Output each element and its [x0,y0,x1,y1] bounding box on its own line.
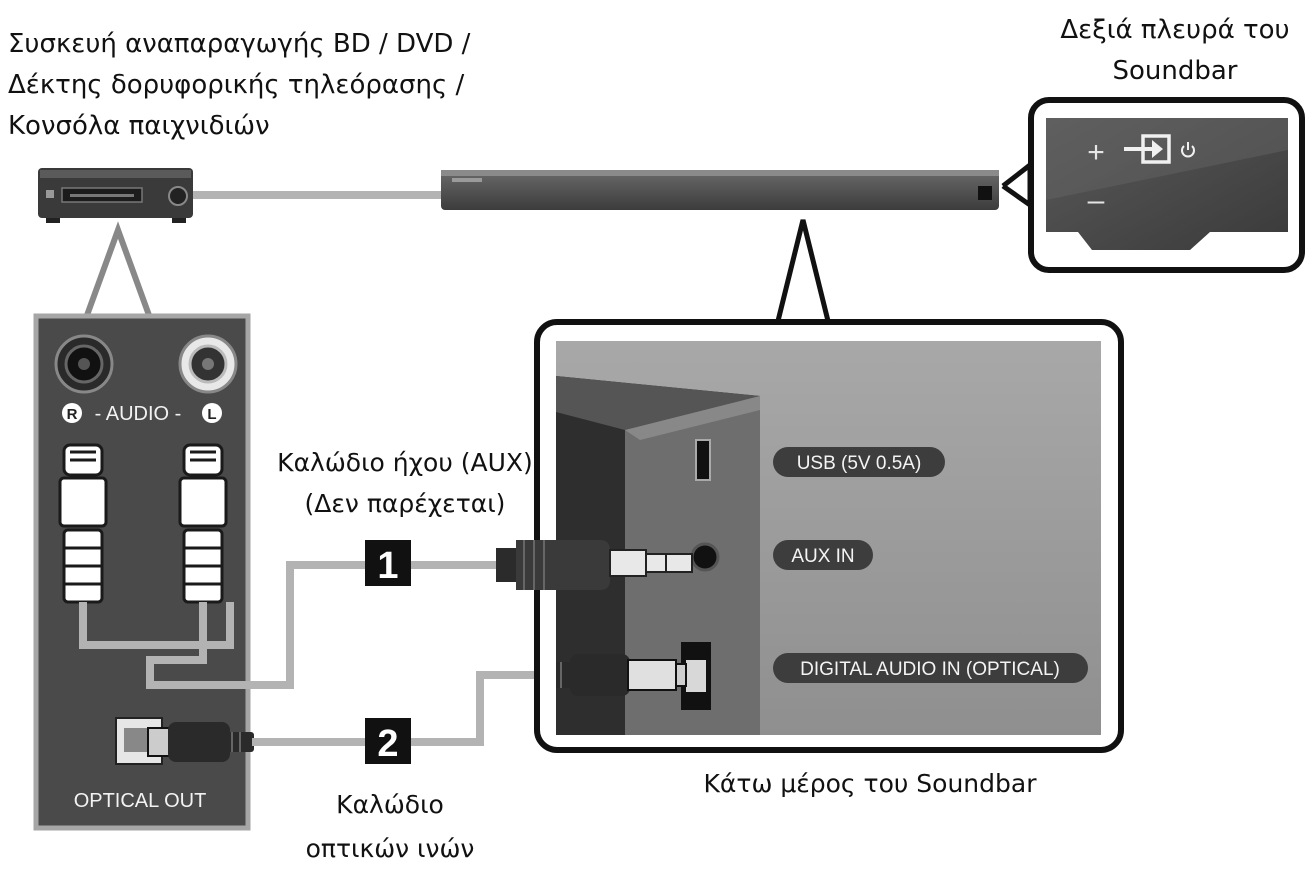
aux-cable [146,561,500,689]
device-to-soundbar-cable [193,191,441,199]
aux-cable-label-line-1: Καλώδιο ήχου (AUX) [277,448,533,477]
optical-cable-label-line-1: Καλώδιο [336,790,444,819]
right-side-label-line-2: Soundbar [1112,56,1238,86]
rca-plug-right [178,443,228,604]
optical-out-label: OPTICAL OUT [74,790,207,812]
aux-port-label-pill [773,540,873,570]
aux-plug [496,540,693,590]
optical-port-label-pill [773,653,1088,683]
optical-plug-source [147,722,254,762]
left-panel-callout-pointer [83,221,153,320]
usb-port-label: USB (5V 0.5A) [797,453,922,474]
source-input-icon[interactable] [1124,134,1171,164]
step-1-badge [365,540,411,586]
optical-plug-soundbar [556,654,687,696]
step-2-number: 2 [377,723,398,765]
source-device-label-line-3: Κονσόλα παιχνιδιών [8,111,270,141]
right-side-panel [1028,97,1305,273]
aux-in-port [690,542,720,572]
power-icon[interactable] [1181,142,1195,158]
bottom-panel-callout-pointer [774,219,832,326]
optical-port-label: DIGITAL AUDIO IN (OPTICAL) [800,659,1060,680]
step-2-badge [365,718,411,764]
right-side-label: Δεξιά πλευρά του Soundbar [1045,10,1305,92]
source-device-icon [38,168,193,223]
optical-cable-label-line-2: οπτικών ινών [305,834,475,863]
usb-port-label-pill [773,447,945,477]
plus-button[interactable]: + [1087,136,1105,169]
source-device-label-line-2: Δέκτης δορυφορικής τηλεόρασης / [8,70,465,100]
right-side-label-line-1: Δεξιά πλευρά του [1060,15,1290,45]
jack-l-marker [202,403,222,423]
rca-y-cable [79,602,234,649]
aux-cable-label: Καλώδιο ήχου (AUX) (Δεν παρέχεται) [260,442,550,524]
right-panel-callout-pointer [1001,162,1033,208]
step-1-number: 1 [377,545,398,587]
bottom-soundbar-label: Κάτω μέρος του Soundbar [703,769,1037,798]
optical-cable-label: Καλώδιο οπτικών ινών [290,783,490,871]
audio-jack-r [54,334,114,394]
usb-port [695,439,711,481]
soundbar-icon [441,170,999,210]
aux-port-label: AUX IN [791,546,854,567]
rca-plug-left [58,443,108,604]
minus-button[interactable]: – [1088,184,1105,217]
jack-r-label: R [67,406,78,423]
jack-l-label: L [207,406,216,423]
source-device-label: Συσκευή αναπαραγωγής BD / DVD / Δέκτης δ… [8,24,528,147]
audio-jack-l [178,334,238,394]
jack-r-marker [62,403,82,423]
aux-cable-label-line-2: (Δεν παρέχεται) [304,489,506,518]
source-device-label-line-1: Συσκευή αναπαραγωγής BD / DVD / [8,29,471,59]
audio-jacks-label: - AUDIO - [95,403,182,425]
